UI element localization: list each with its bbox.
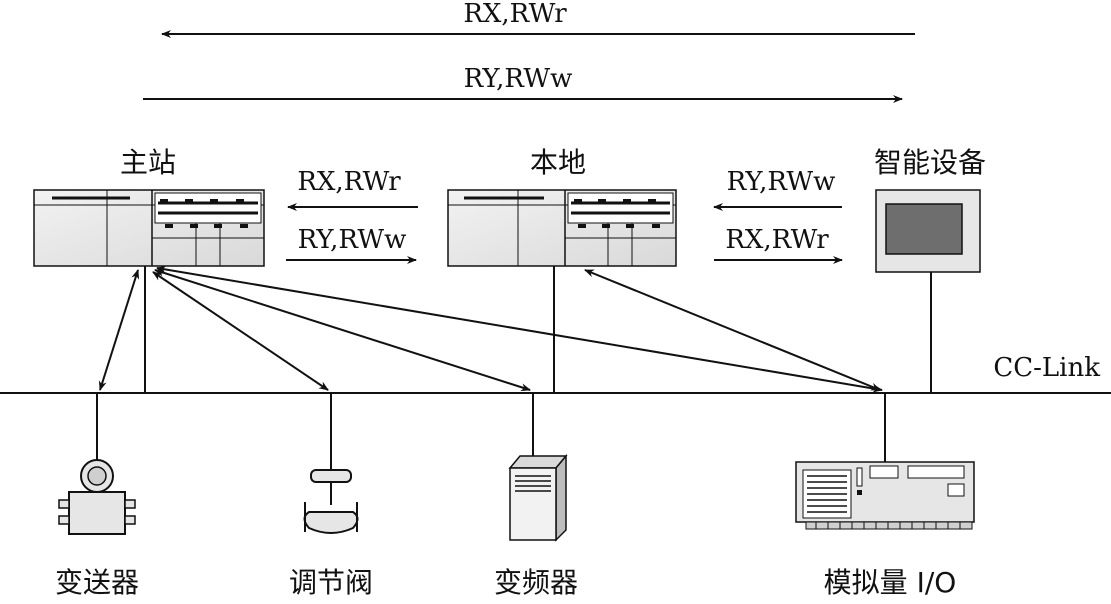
local-smart-upper-label: RY,RWw <box>727 167 836 197</box>
master-transmitter-arrow <box>98 269 140 391</box>
master-local-lower-label: RY,RWw <box>298 225 407 255</box>
local-plc-icon <box>447 189 677 267</box>
master-plc-icon <box>33 189 265 267</box>
smart-device-label: 智能设备 <box>874 146 986 179</box>
inverter-icon <box>508 453 568 542</box>
master-slave-arrows <box>98 265 883 393</box>
master-valve-arrow <box>152 271 329 391</box>
inverter-label: 变频器 <box>494 566 578 599</box>
master-analog-io-arrow <box>156 265 883 393</box>
local-station-label: 本地 <box>530 146 586 179</box>
master-inverter-arrow <box>154 268 531 392</box>
analog-io-icon <box>795 461 975 530</box>
local-analog-io-arrow <box>584 269 881 391</box>
analog-io-label: 模拟量 I/O <box>824 566 957 599</box>
smart-device-icon <box>875 189 981 273</box>
master-local-upper-label: RX,RWr <box>297 167 401 197</box>
cc-link-bus-label: CC-Link <box>993 353 1100 383</box>
local-smart-lower-label: RX,RWr <box>725 225 829 255</box>
top-flow-upper-label: RX,RWr <box>463 0 567 29</box>
control-valve-icon <box>303 469 359 534</box>
valve-label: 调节阀 <box>289 566 373 599</box>
top-flow-lower-label: RY,RWw <box>464 64 573 94</box>
transmitter-icon <box>58 459 136 535</box>
transmitter-label: 变送器 <box>55 566 139 599</box>
master-station-label: 主站 <box>120 146 176 179</box>
